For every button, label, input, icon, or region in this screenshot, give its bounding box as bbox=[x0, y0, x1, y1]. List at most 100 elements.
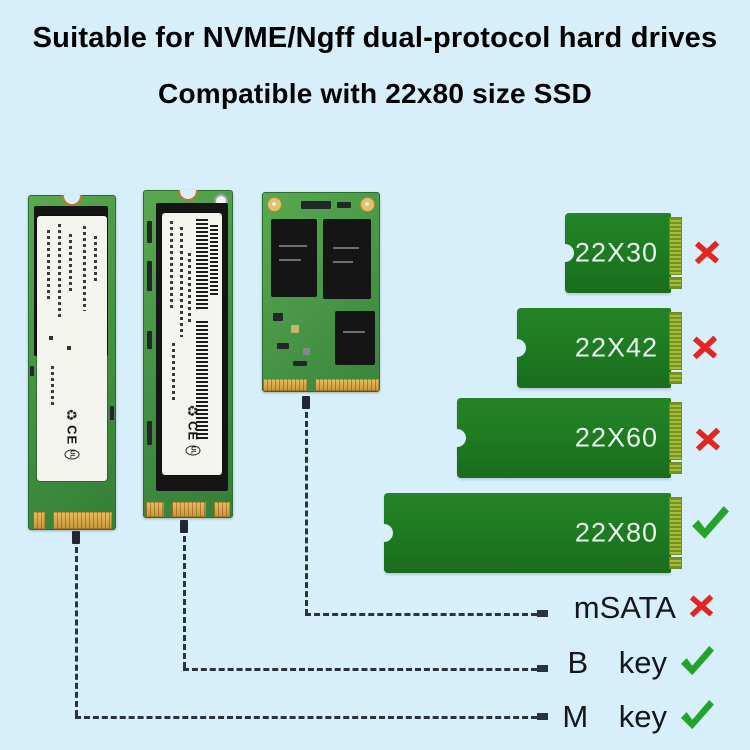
label-dot bbox=[49, 336, 53, 340]
size-bar-label: 22X60 bbox=[574, 422, 658, 453]
bar-edge-connector-tab bbox=[669, 557, 682, 569]
bar-screw-notch bbox=[508, 339, 526, 357]
bar-edge-connector-tab bbox=[669, 372, 682, 384]
label-text-stripe bbox=[47, 230, 50, 302]
bar-edge-connector-tab bbox=[669, 462, 682, 474]
key-row-label: M key bbox=[562, 699, 667, 734]
label-text-stripe bbox=[180, 227, 183, 337]
check-icon bbox=[679, 699, 715, 736]
size-bar-label: 22X42 bbox=[574, 332, 658, 363]
line-start-dash bbox=[302, 396, 310, 409]
key-row-label: B key bbox=[567, 645, 667, 680]
bar-edge-connector-tab bbox=[669, 277, 682, 289]
bar-edge-connector bbox=[669, 497, 682, 555]
check-icon bbox=[690, 505, 730, 546]
label-text-stripe bbox=[172, 343, 175, 403]
label-text-stripe bbox=[94, 236, 97, 281]
label-dot bbox=[67, 346, 71, 350]
ul-mark-icon: UL bbox=[185, 445, 201, 456]
mount-notch bbox=[62, 195, 82, 206]
smd-component bbox=[147, 261, 152, 291]
ce-mark-text: CE bbox=[64, 425, 80, 446]
connector-line-mkey-horizontal bbox=[75, 716, 537, 719]
m2-nvme-ssd-card: ♻ CE UL bbox=[28, 195, 116, 530]
cross-icon bbox=[694, 425, 722, 458]
key-row-label: mSATA bbox=[573, 590, 676, 625]
ssd-label: ♻ CE UL bbox=[162, 213, 222, 475]
label-text-stripe bbox=[188, 253, 191, 323]
size-bar-label: 22X80 bbox=[574, 517, 658, 548]
ce-mark-text: CE bbox=[185, 421, 201, 442]
recycle-icon: ♻ bbox=[185, 404, 201, 418]
smd-component bbox=[301, 201, 331, 209]
line-end-dash bbox=[537, 713, 548, 720]
cross-icon bbox=[688, 592, 715, 624]
size-bar-22x42: 22X42 bbox=[508, 308, 682, 388]
label-text-stripe bbox=[83, 226, 86, 311]
connector-line-mkey-vertical bbox=[75, 547, 78, 716]
cert-marks: ♻ CE UL bbox=[185, 404, 201, 459]
barcode-stripe bbox=[196, 321, 208, 441]
check-icon bbox=[679, 645, 715, 682]
chip-marking bbox=[333, 247, 359, 249]
msata-ssd-card bbox=[262, 192, 380, 392]
smd-component bbox=[293, 361, 307, 366]
size-bar-22x80: 22X80 bbox=[375, 493, 682, 573]
line-end-dash bbox=[537, 610, 548, 617]
barcode-stripe bbox=[210, 225, 218, 295]
label-text-stripe bbox=[69, 234, 72, 294]
smd-component bbox=[110, 406, 114, 420]
connector-line-msata-vertical bbox=[305, 412, 308, 615]
mount-notch bbox=[178, 190, 198, 201]
line-start-dash bbox=[180, 520, 188, 533]
smd-component bbox=[273, 313, 283, 321]
ssd-label: ♻ CE UL bbox=[37, 216, 107, 481]
key-row-b-key: B key bbox=[567, 643, 715, 683]
nand-chip bbox=[323, 219, 371, 299]
bar-edge-connector bbox=[669, 217, 682, 275]
bar-screw-notch bbox=[448, 429, 466, 447]
line-end-dash bbox=[537, 665, 548, 672]
controller-chip bbox=[335, 311, 375, 365]
smd-component bbox=[291, 325, 299, 333]
mount-hole bbox=[360, 197, 375, 212]
edge-connector-segment bbox=[33, 512, 45, 529]
m2-ngff-ssd-card: ♻ CE UL bbox=[143, 190, 233, 518]
cross-icon bbox=[693, 238, 721, 271]
label-text-stripe bbox=[51, 366, 54, 406]
nand-chip bbox=[271, 219, 317, 297]
chip-marking bbox=[279, 245, 307, 247]
label-text-stripe bbox=[170, 221, 173, 311]
key-row-m-key: M key bbox=[562, 697, 715, 737]
bar-screw-notch bbox=[556, 244, 574, 262]
smd-component bbox=[277, 343, 289, 349]
bar-screw-notch bbox=[375, 524, 393, 542]
cert-marks: ♻ CE UL bbox=[64, 408, 80, 463]
size-bar-22x30: 22X30 bbox=[556, 213, 682, 293]
chip-marking bbox=[343, 331, 365, 333]
title-line-1: Suitable for NVME/Ngff dual-protocol har… bbox=[32, 22, 718, 54]
edge-connector-segment bbox=[263, 379, 307, 391]
key-row-msata: mSATA bbox=[574, 588, 715, 628]
smd-component bbox=[337, 202, 351, 208]
smd-component bbox=[147, 421, 152, 445]
smd-component bbox=[303, 348, 310, 355]
connector-line-msata-horizontal bbox=[305, 613, 537, 616]
ul-mark-icon: UL bbox=[64, 449, 80, 460]
connector-line-bkey-vertical bbox=[183, 536, 186, 668]
bar-edge-connector bbox=[669, 402, 682, 460]
edge-connector-segment bbox=[146, 502, 164, 517]
edge-connector-segment bbox=[53, 512, 112, 529]
smd-component bbox=[147, 221, 152, 243]
line-start-dash bbox=[72, 531, 80, 544]
smd-component bbox=[30, 366, 34, 376]
smd-component bbox=[147, 331, 152, 349]
recycle-icon: ♻ bbox=[64, 408, 80, 422]
chip-marking bbox=[279, 259, 301, 261]
barcode-stripe bbox=[196, 219, 208, 311]
cross-icon bbox=[691, 333, 719, 366]
mount-hole bbox=[267, 197, 282, 212]
title-line-2: Compatible with 22x80 size SSD bbox=[158, 78, 592, 109]
label-text-stripe bbox=[58, 224, 61, 319]
